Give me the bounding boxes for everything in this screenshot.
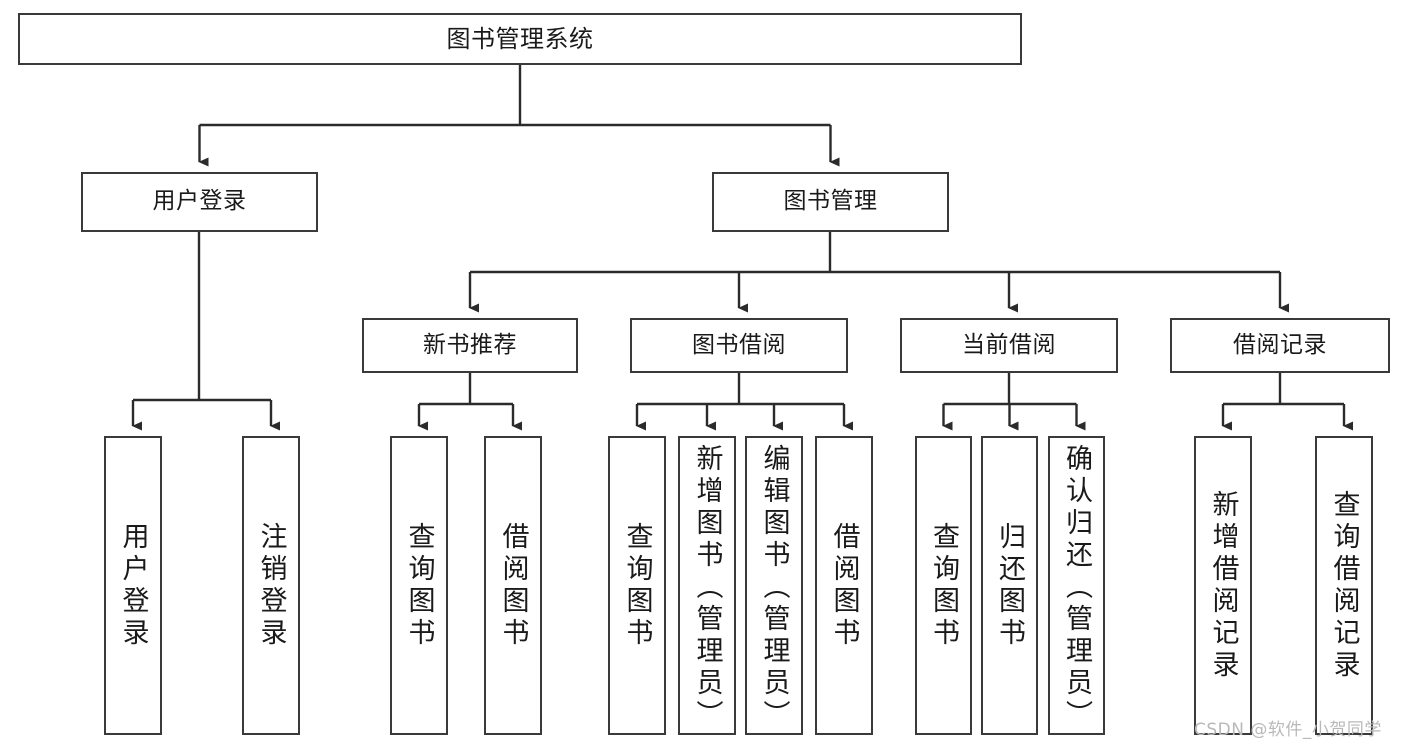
node-label: 借阅图书	[828, 521, 860, 650]
node-label: 查询借阅记录	[1328, 489, 1360, 682]
node-label: 图书借阅	[692, 331, 786, 358]
node-leaf_new_1[interactable]: 查询图书	[390, 436, 448, 735]
node-label: 当前借阅	[962, 331, 1056, 358]
node-label: 用户登录	[152, 188, 247, 215]
node-label: 图书管理系统	[446, 24, 594, 53]
node-leaf_cur_1[interactable]: 查询图书	[915, 436, 972, 735]
node-leaf_borrow_3[interactable]: 编辑图书（管理员）	[745, 436, 803, 735]
node-label: 图书管理	[783, 188, 878, 215]
node-bookmgmt[interactable]: 图书管理	[712, 172, 949, 232]
node-leaf_cur_3[interactable]: 确认归还（管理员）	[1048, 436, 1105, 735]
node-label: 归还图书	[994, 521, 1025, 650]
node-leaf_new_2[interactable]: 借阅图书	[484, 436, 542, 735]
node-label: 新增借阅记录	[1207, 489, 1239, 682]
node-leaf_rec_1[interactable]: 新增借阅记录	[1194, 436, 1252, 735]
node-label: 查询图书	[403, 521, 435, 650]
node-label: 用户登录	[117, 521, 149, 650]
node-root[interactable]: 图书管理系统	[18, 13, 1022, 65]
node-borrow[interactable]: 图书借阅	[630, 318, 848, 373]
node-leaf_rec_2[interactable]: 查询借阅记录	[1315, 436, 1373, 735]
node-label: 确认归还（管理员）	[1061, 444, 1092, 732]
node-label: 编辑图书（管理员）	[758, 444, 790, 732]
node-current[interactable]: 当前借阅	[900, 318, 1118, 373]
csdn-watermark: CSDN @软件_小贺同学	[1194, 720, 1382, 740]
node-leaf_cur_2[interactable]: 归还图书	[981, 436, 1038, 735]
node-label: 新书推荐	[423, 331, 517, 358]
node-leaf_borrow_1[interactable]: 查询图书	[608, 436, 666, 735]
node-records[interactable]: 借阅记录	[1170, 318, 1390, 373]
node-leaf_borrow_2[interactable]: 新增图书（管理员）	[678, 436, 736, 735]
node-newbook[interactable]: 新书推荐	[362, 318, 578, 373]
node-login[interactable]: 用户登录	[81, 172, 318, 232]
node-leaf_login_2[interactable]: 注销登录	[242, 436, 300, 735]
node-leaf_login_1[interactable]: 用户登录	[104, 436, 162, 735]
node-label: 新增图书（管理员）	[691, 444, 723, 732]
node-label: 借阅记录	[1233, 331, 1327, 358]
node-label: 借阅图书	[497, 521, 529, 650]
node-label: 查询图书	[928, 521, 959, 650]
node-label: 查询图书	[621, 521, 653, 650]
node-label: 注销登录	[255, 521, 287, 650]
node-leaf_borrow_4[interactable]: 借阅图书	[815, 436, 873, 735]
